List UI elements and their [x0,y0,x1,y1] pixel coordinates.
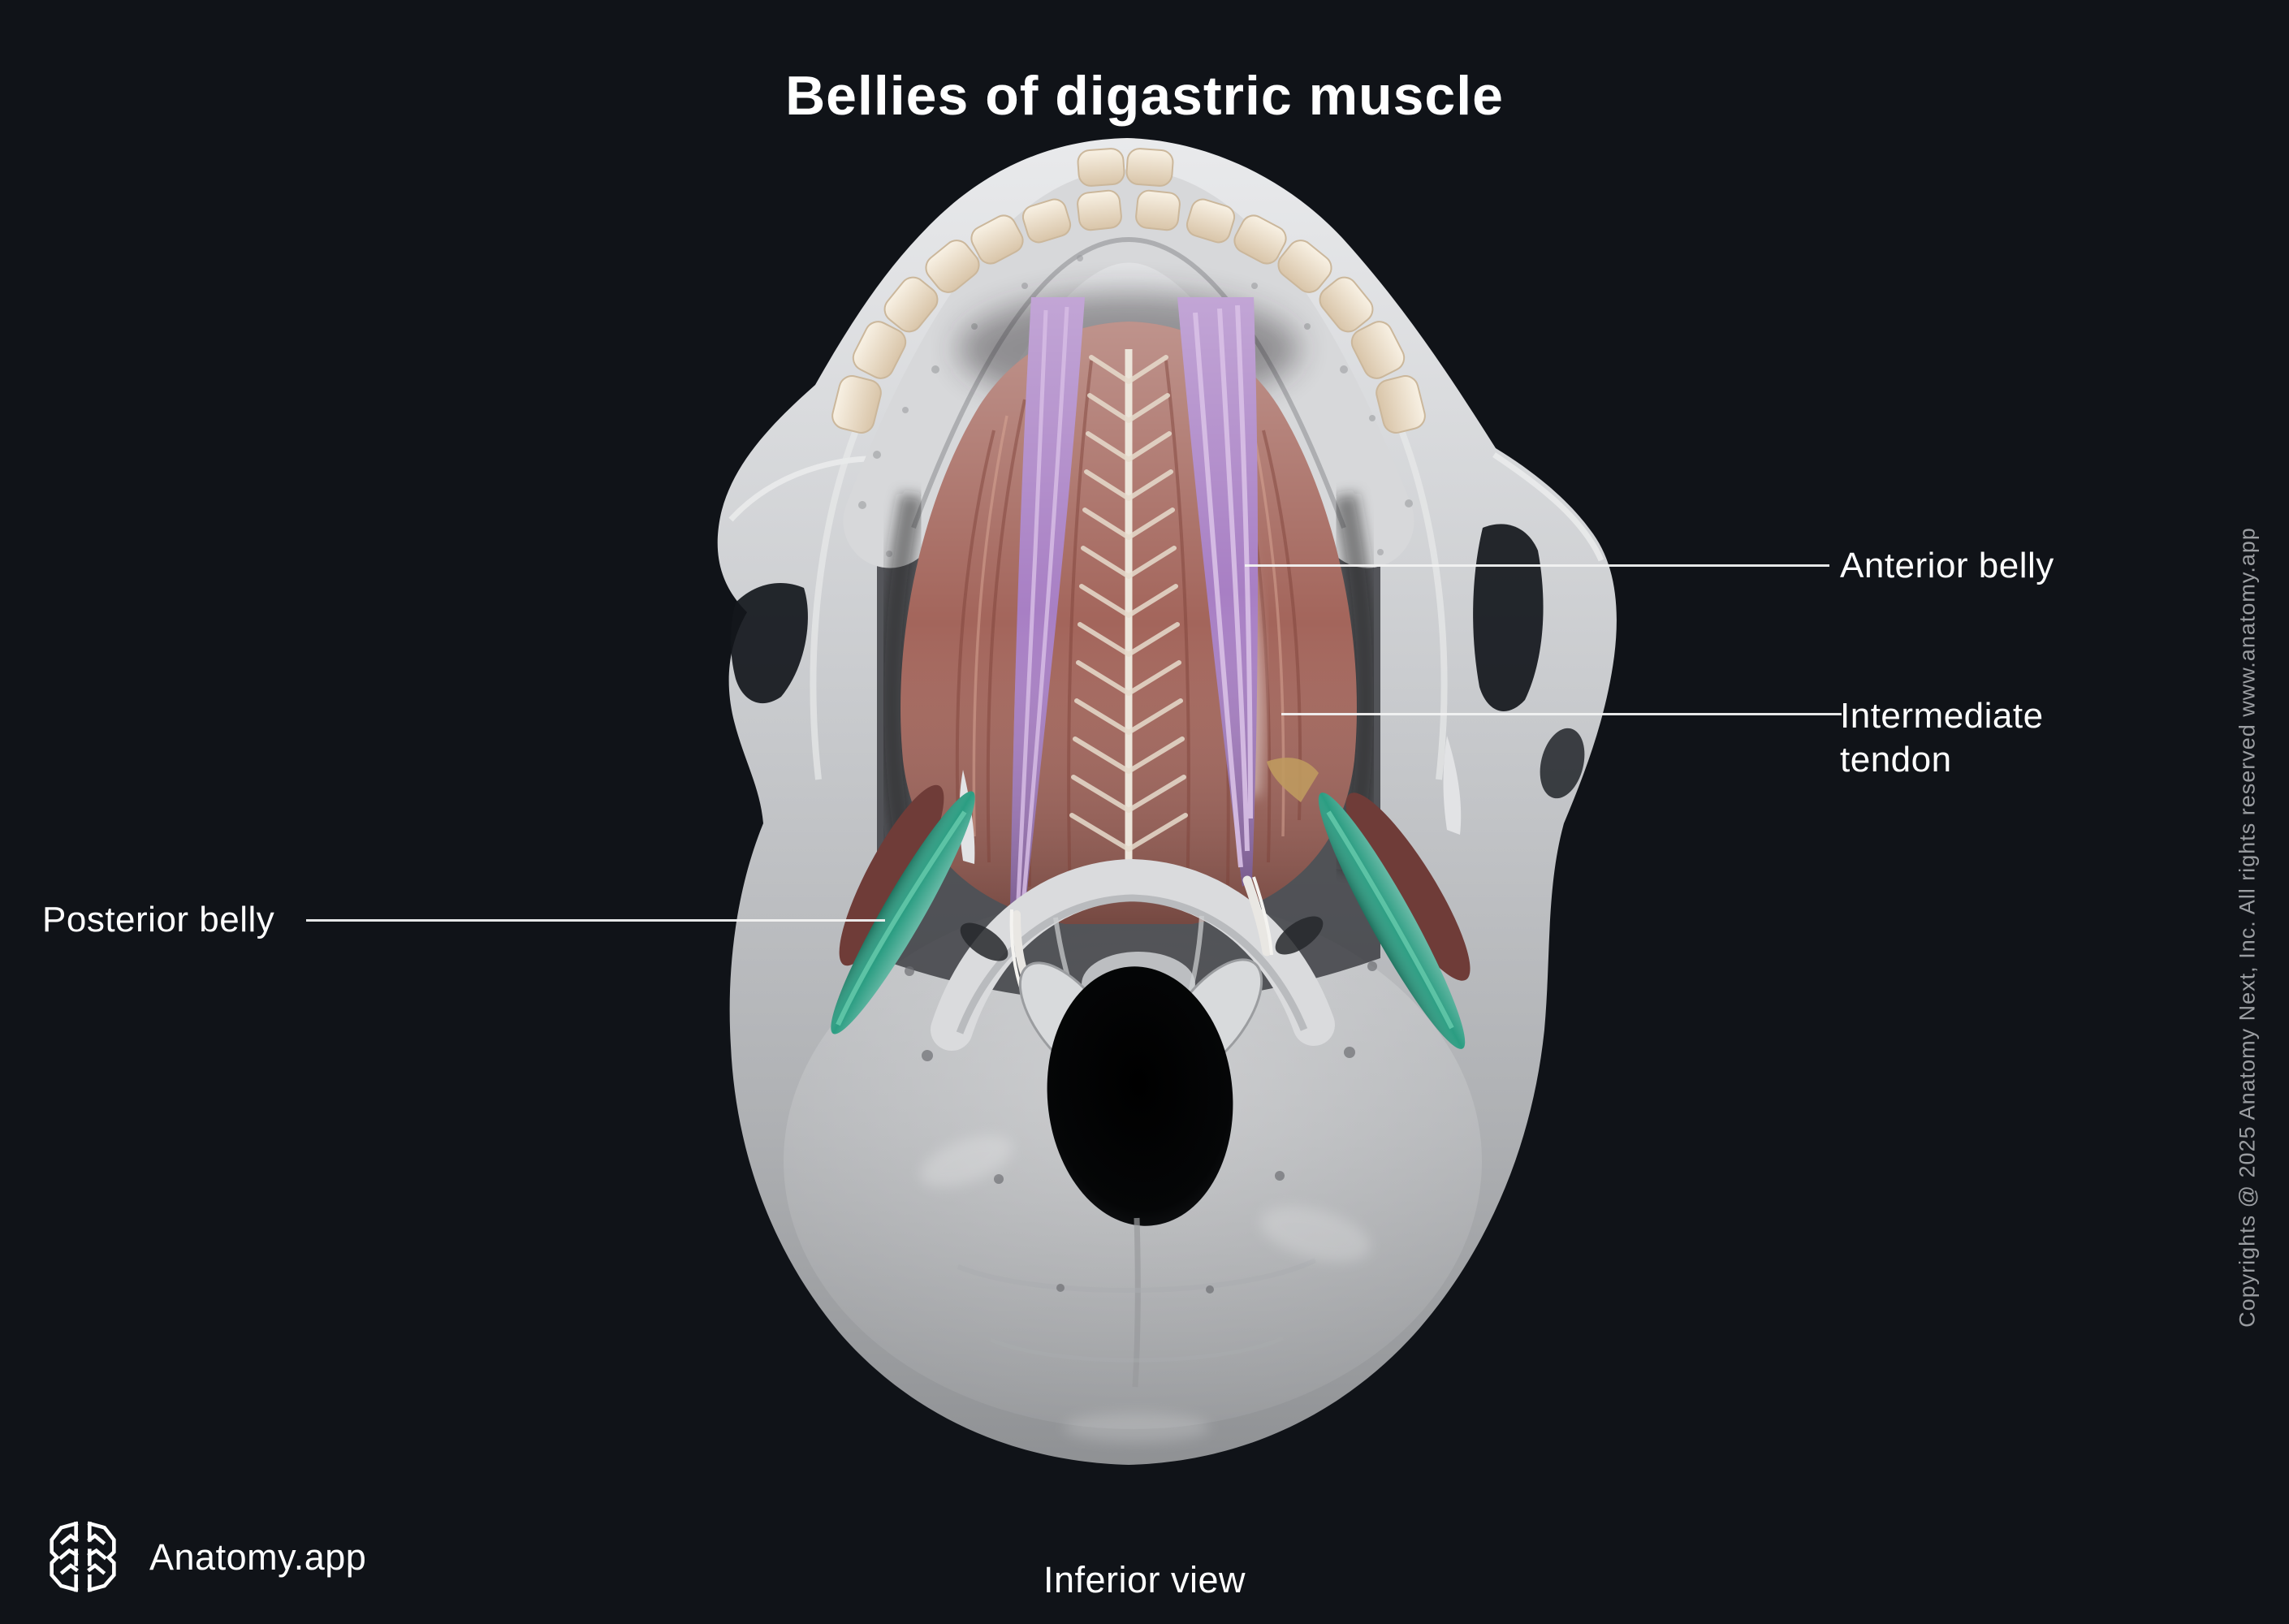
brand-name: Anatomy.app [149,1536,367,1578]
posterior-belly-label: Posterior belly [42,900,275,939]
right-styloid-process [1443,736,1462,835]
intermediate-tendon-right [1242,758,1319,957]
anterior-belly-muscle-right [1177,297,1259,887]
anatomy-logo-icon [50,1521,123,1592]
anterior-belly-label: Anterior belly [1840,546,2054,585]
foramen-magnum [1047,966,1233,1226]
posterior-belly-leader-line [306,919,885,922]
anterior-belly-muscle-left [1009,297,1085,925]
brand: Anatomy.app [42,1515,366,1600]
copyright-text: Copyrights @ 2025 Anatomy Next, Inc. All… [2235,527,2260,1328]
page-title: Bellies of digastric muscle [785,65,1504,127]
intermediate-tendon-leader-line [1281,713,1842,715]
intermediate-tendon-label: Intermediate tendon [1840,696,2044,780]
anterior-belly-leader-line [1245,564,1829,567]
posterior-belly-muscle-right [1318,793,1471,1049]
view-label: Inferior view [1043,1559,1246,1600]
occipital-region [905,916,1377,1442]
